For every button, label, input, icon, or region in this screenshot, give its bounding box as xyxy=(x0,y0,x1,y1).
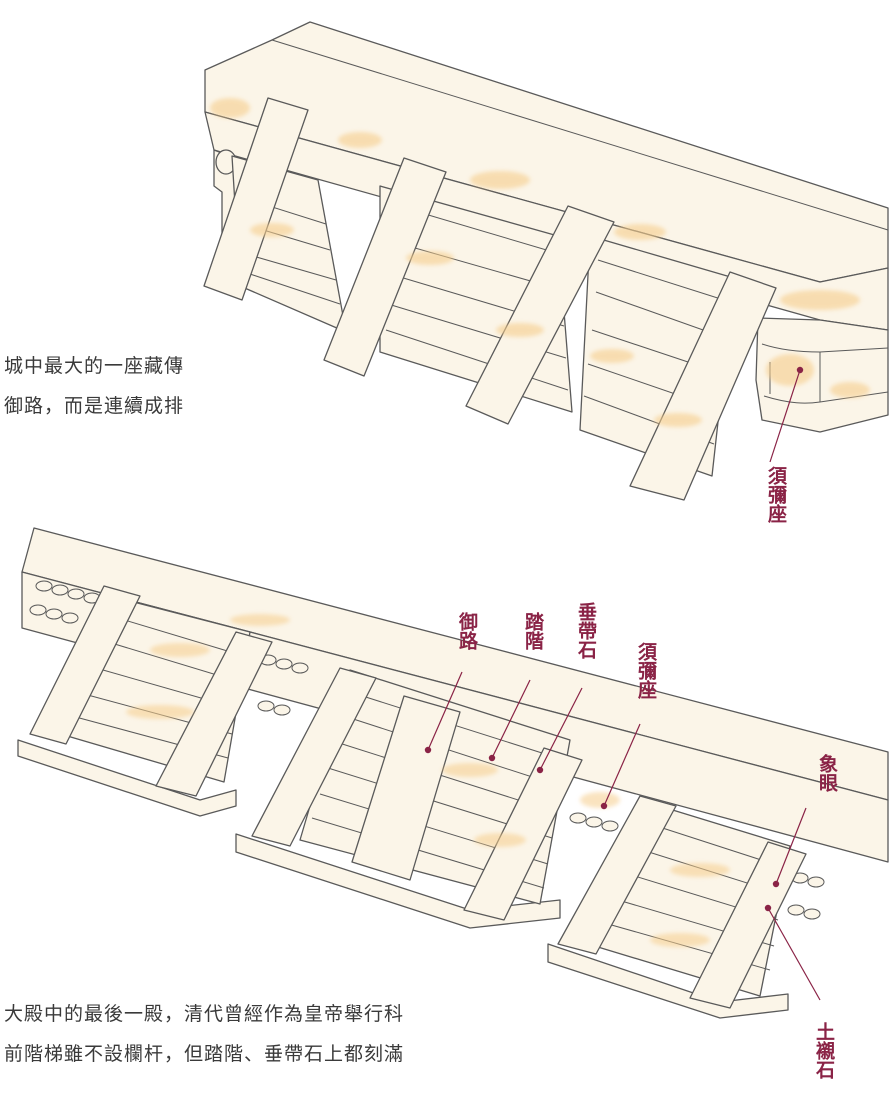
bottom-stair-drawing xyxy=(17,527,889,1019)
top-chuidai-1 xyxy=(203,97,309,301)
bottom-yulu xyxy=(351,695,461,881)
bottom-left-chuidai-2 xyxy=(155,631,273,797)
bottom-right-chuidai-1 xyxy=(557,795,677,955)
top-paragraph-line-1: 城中最大的一座藏傳 xyxy=(4,355,185,377)
bottom-left-base xyxy=(17,739,237,817)
top-paragraph: 城中最大的一座藏傳 御路，而是連續成排 xyxy=(4,346,184,426)
top-chuidai-2 xyxy=(323,157,447,377)
bottom-paragraph: 大殿中的最後一殿，清代曾經作為皇帝舉行科 前階梯雖不設欄杆，但踏階、垂帶石上都刻… xyxy=(4,994,404,1074)
bottom-left-chuidai-1 xyxy=(29,585,141,745)
label-chuidaishi: 垂帶石 xyxy=(575,602,597,659)
label-xiangyan: 象眼 xyxy=(816,754,838,792)
label-yulu: 御路 xyxy=(456,612,478,650)
bottom-paragraph-line-2: 前階梯雖不設欄杆，但踏階、垂帶石上都刻滿 xyxy=(4,1043,405,1065)
top-chuidai-3 xyxy=(465,205,615,425)
label-tuchenshi: 土襯石 xyxy=(813,1022,835,1079)
label-tajie: 踏階 xyxy=(522,612,544,650)
top-stair-drawing xyxy=(203,21,889,501)
label-xumizuo: 須彌座 xyxy=(635,642,657,699)
label-top-xumizuo: 須彌座 xyxy=(765,466,787,523)
bottom-middle-chuidai-2 xyxy=(463,747,583,921)
top-paragraph-line-2: 御路，而是連續成排 xyxy=(4,395,185,417)
bottom-middle-chuidai-1 xyxy=(251,667,377,847)
bottom-paragraph-line-1: 大殿中的最後一殿，清代曾經作為皇帝舉行科 xyxy=(4,1003,405,1025)
